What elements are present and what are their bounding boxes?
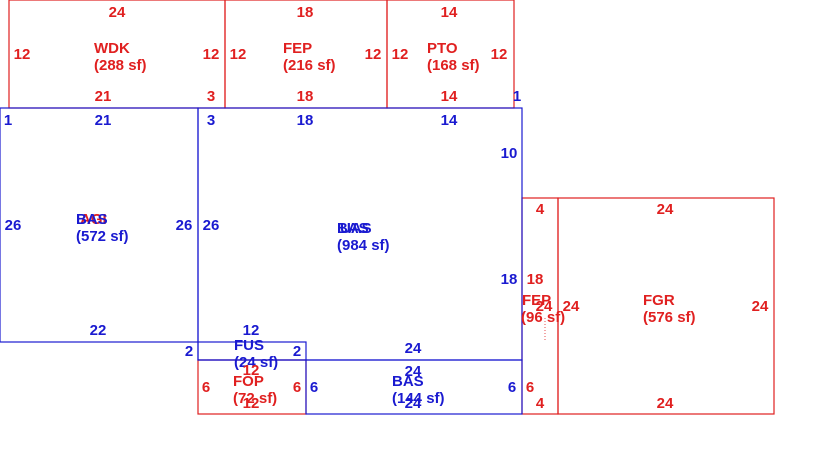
fus-inner-dim: 12	[243, 362, 260, 379]
bas-main-top-dim: 18	[297, 112, 314, 129]
fep-right-right-dim: 24	[563, 298, 580, 315]
fus-code: FUS	[234, 337, 264, 354]
bas-small-top-dim: 24	[405, 363, 422, 380]
pto-bottom-dim: 14	[441, 88, 458, 105]
fgr-bottom-dim: 24	[657, 395, 674, 412]
fep-top-top-dim: 18	[297, 4, 314, 21]
wdk-bottom-dim: 21	[95, 88, 112, 105]
wdk-area: (288 sf)	[94, 57, 147, 74]
bas-small-area: (144 sf)	[392, 390, 445, 407]
fep-top-right-dim: 12	[365, 46, 382, 63]
pto-left-dim: 12	[392, 46, 409, 63]
fop-left-dim: 6	[202, 379, 210, 396]
fep-top-code: FEP	[283, 40, 312, 57]
pto-top-dim: 14	[441, 4, 458, 21]
bas-left-left-dim: 26	[5, 217, 22, 234]
bas-left-code: BAS	[76, 211, 108, 228]
pto-bottom-right-dim: 1	[513, 88, 521, 105]
fep-right-left-lower-dim: 6	[526, 379, 534, 396]
bas-main-top-right-dim: 14	[441, 112, 458, 129]
pto-area: (168 sf)	[427, 57, 480, 74]
bas-left-bottom-right-dim: 2	[185, 343, 193, 360]
fop-bottom-dim: 12	[243, 395, 260, 412]
pto-right-dim: 12	[491, 46, 508, 63]
fep-top-bottom-dim: 18	[297, 88, 314, 105]
wdk-top-dim: 24	[109, 4, 126, 21]
fep-top-left-dim: 12	[230, 46, 247, 63]
fop-right-dim: 6	[293, 379, 301, 396]
wdk-left-dim: 12	[14, 46, 31, 63]
pto-code: PTO	[427, 40, 458, 57]
wdk-bottom-right-dim: 3	[207, 88, 215, 105]
fgr-code: FGR	[643, 292, 675, 309]
fgr-top-dim: 24	[657, 201, 674, 218]
fgr-right-dim: 24	[752, 298, 769, 315]
fep-top-area: (216 sf)	[283, 57, 336, 74]
fep-right-code: FEP	[522, 292, 551, 309]
bas-main-overlay-code: UAS	[340, 220, 372, 237]
bas-main-area: (984 sf)	[337, 237, 390, 254]
fus-area: (24 sf)	[234, 354, 278, 371]
fep-right-top-dim: 4	[536, 201, 545, 218]
bas-left-area: (572 sf)	[76, 228, 129, 245]
bas-small-code: BAS	[392, 373, 424, 390]
bas-left-top-right-dim: 3	[207, 112, 215, 129]
fep-right-bottom-dim: 4	[536, 395, 545, 412]
bas-small-outline	[305, 359, 523, 415]
fus-top-dim: 12	[243, 322, 260, 339]
fop-area: (72 sf)	[233, 390, 277, 407]
wdk-right-dim: 12	[203, 46, 220, 63]
bas-main-code: BAS	[337, 220, 369, 237]
bas-main-right-upper-dim: 10	[501, 145, 518, 162]
fep-right-area: (96 sf)	[521, 309, 565, 326]
bas-left-top-dim: 21	[95, 112, 112, 129]
bas-main-right-lower-dim: 18	[501, 271, 518, 288]
fgr-outline	[557, 197, 775, 415]
fus-right-dim: 2	[293, 343, 301, 360]
bas-left-top-left-dim: 1	[4, 112, 12, 129]
bas-main-bottom-dim: 24	[405, 340, 422, 357]
wdk-code: WDK	[94, 40, 130, 57]
fop-code: FOP	[233, 373, 264, 390]
bas-left-bottom-dim: 22	[90, 322, 107, 339]
fus-outline	[197, 341, 307, 361]
bas-small-bottom-dim: 24	[405, 395, 422, 412]
bas-left-right-dim: 26	[176, 217, 193, 234]
bas-main-left-dim: 26	[203, 217, 220, 234]
bas-small-left-dim: 6	[310, 379, 318, 396]
fep-right-mid-dim: 24	[536, 298, 553, 315]
fep-right-left-dim: 18	[527, 271, 544, 288]
bas-small-right-dim: 6	[508, 379, 516, 396]
bas-left-overlay-code: AGI	[80, 211, 107, 228]
fgr-area: (576 sf)	[643, 309, 696, 326]
